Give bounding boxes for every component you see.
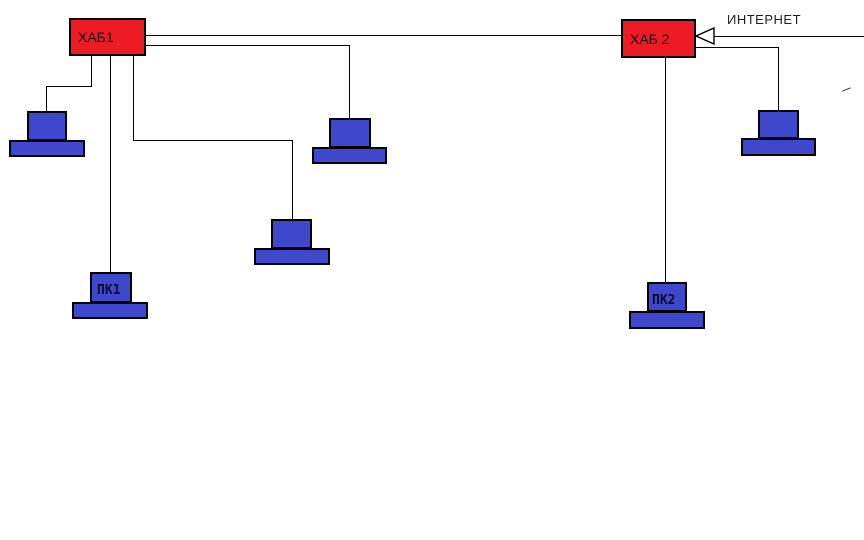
cable-segment — [146, 45, 350, 46]
cable-segment — [133, 140, 292, 141]
pc2-label: ПК2 — [652, 293, 676, 308]
computer-base — [72, 302, 148, 319]
cable-segment — [91, 55, 92, 86]
cable-hub1-pc1 — [110, 55, 111, 274]
internet-arrow-icon — [695, 27, 715, 45]
hub1-node: ХАБ1 — [69, 18, 146, 56]
cable-segment — [292, 140, 293, 221]
pc1-label: ПК1 — [97, 283, 121, 298]
cable-segment — [46, 86, 47, 113]
stray-mark — [842, 87, 851, 92]
computer-base — [312, 147, 387, 164]
computer-monitor — [27, 111, 67, 141]
cable-hub2-pc2 — [665, 57, 666, 284]
computer-monitor — [758, 110, 799, 139]
computer-base — [254, 248, 330, 265]
hub1-label: ХАБ1 — [78, 29, 114, 45]
hub2-label: ХАБ 2 — [630, 30, 670, 47]
cable-segment — [46, 86, 92, 87]
cable-internet — [714, 36, 864, 37]
computer-monitor — [271, 219, 312, 249]
computer-monitor — [90, 272, 132, 303]
cable-segment — [133, 55, 134, 140]
cable-segment — [349, 45, 350, 119]
computer-base — [629, 311, 705, 329]
computer-monitor — [329, 118, 371, 148]
cable-hub1-hub2 — [146, 35, 622, 36]
cable-segment — [695, 47, 778, 48]
hub2-node: ХАБ 2 — [621, 19, 696, 58]
computer-base — [9, 140, 85, 157]
computer-base — [741, 138, 816, 156]
cable-segment — [778, 47, 779, 112]
internet-label: ИНТЕРНЕТ — [727, 12, 802, 27]
